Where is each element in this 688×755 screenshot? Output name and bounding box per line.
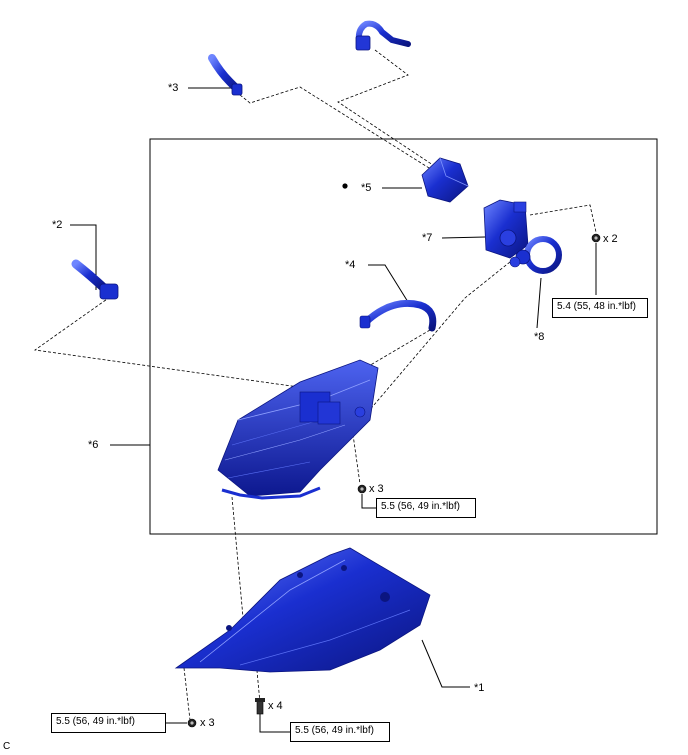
dash-pump-to-canister: [367, 261, 511, 413]
leader-1: [421, 639, 470, 688]
dash-hose2-to-canister: [33, 296, 321, 391]
dash-canister-to-guard: [231, 496, 247, 651]
callout-5: *5: [361, 182, 372, 194]
reference-dot: [342, 183, 348, 189]
torque-leader-mid: [361, 494, 376, 509]
callout-7: *7: [422, 232, 433, 244]
guard-1-part: [174, 547, 431, 673]
torque-spec-right: 5.4 (55, 48 in.*lbf): [552, 298, 648, 318]
bolt-right-icon: [591, 233, 601, 243]
torque-spec-mid: 5.5 (56, 49 in.*lbf): [376, 498, 476, 518]
dash-hose-top-to-connector: [337, 49, 449, 176]
connector-5-part: [421, 157, 469, 203]
canister-6-part: [217, 359, 379, 500]
callout-8: *8: [534, 331, 545, 343]
qty-mid: x 3: [369, 483, 384, 495]
hose-4-part: [359, 299, 437, 332]
figure-code: C: [3, 741, 11, 752]
torque-spec-bottom-mid: 5.5 (56, 49 in.*lbf): [290, 722, 390, 742]
leader-7: [441, 236, 486, 239]
callout-3: *3: [168, 82, 179, 94]
leader-4: [368, 264, 409, 303]
nut-bottom-left-icon: [187, 718, 197, 728]
callout-2: *2: [52, 219, 63, 231]
leader-8: [536, 277, 542, 329]
torque-leader-bm: [259, 712, 290, 733]
subassembly-frame: [149, 138, 658, 535]
hose-top-part: [355, 20, 411, 51]
clamp-8-part: [509, 236, 562, 274]
callout-4: *4: [345, 259, 356, 271]
leader-2: [70, 224, 97, 290]
fasteners: [187, 233, 601, 728]
qty-bottom-mid: x 4: [268, 700, 283, 712]
hose-2-part: [71, 259, 119, 300]
torque-spec-bottom-left: 5.5 (56, 49 in.*lbf): [51, 713, 166, 733]
dash-bolt-right: [529, 204, 597, 233]
dash-hose3-to-connector: [239, 86, 446, 179]
dash-guard-bolt-left: [183, 667, 191, 721]
bolt-bottom-mid-icon: [255, 698, 265, 715]
callout-1: *1: [474, 682, 485, 694]
leader-lines: [70, 87, 597, 733]
bolt-mid-icon: [357, 484, 367, 494]
qty-right: x 2: [603, 233, 618, 245]
callout-6: *6: [88, 439, 99, 451]
pump-7-part: [483, 199, 529, 259]
qty-bottom-left: x 3: [200, 717, 215, 729]
hose-3-part: [208, 54, 243, 96]
